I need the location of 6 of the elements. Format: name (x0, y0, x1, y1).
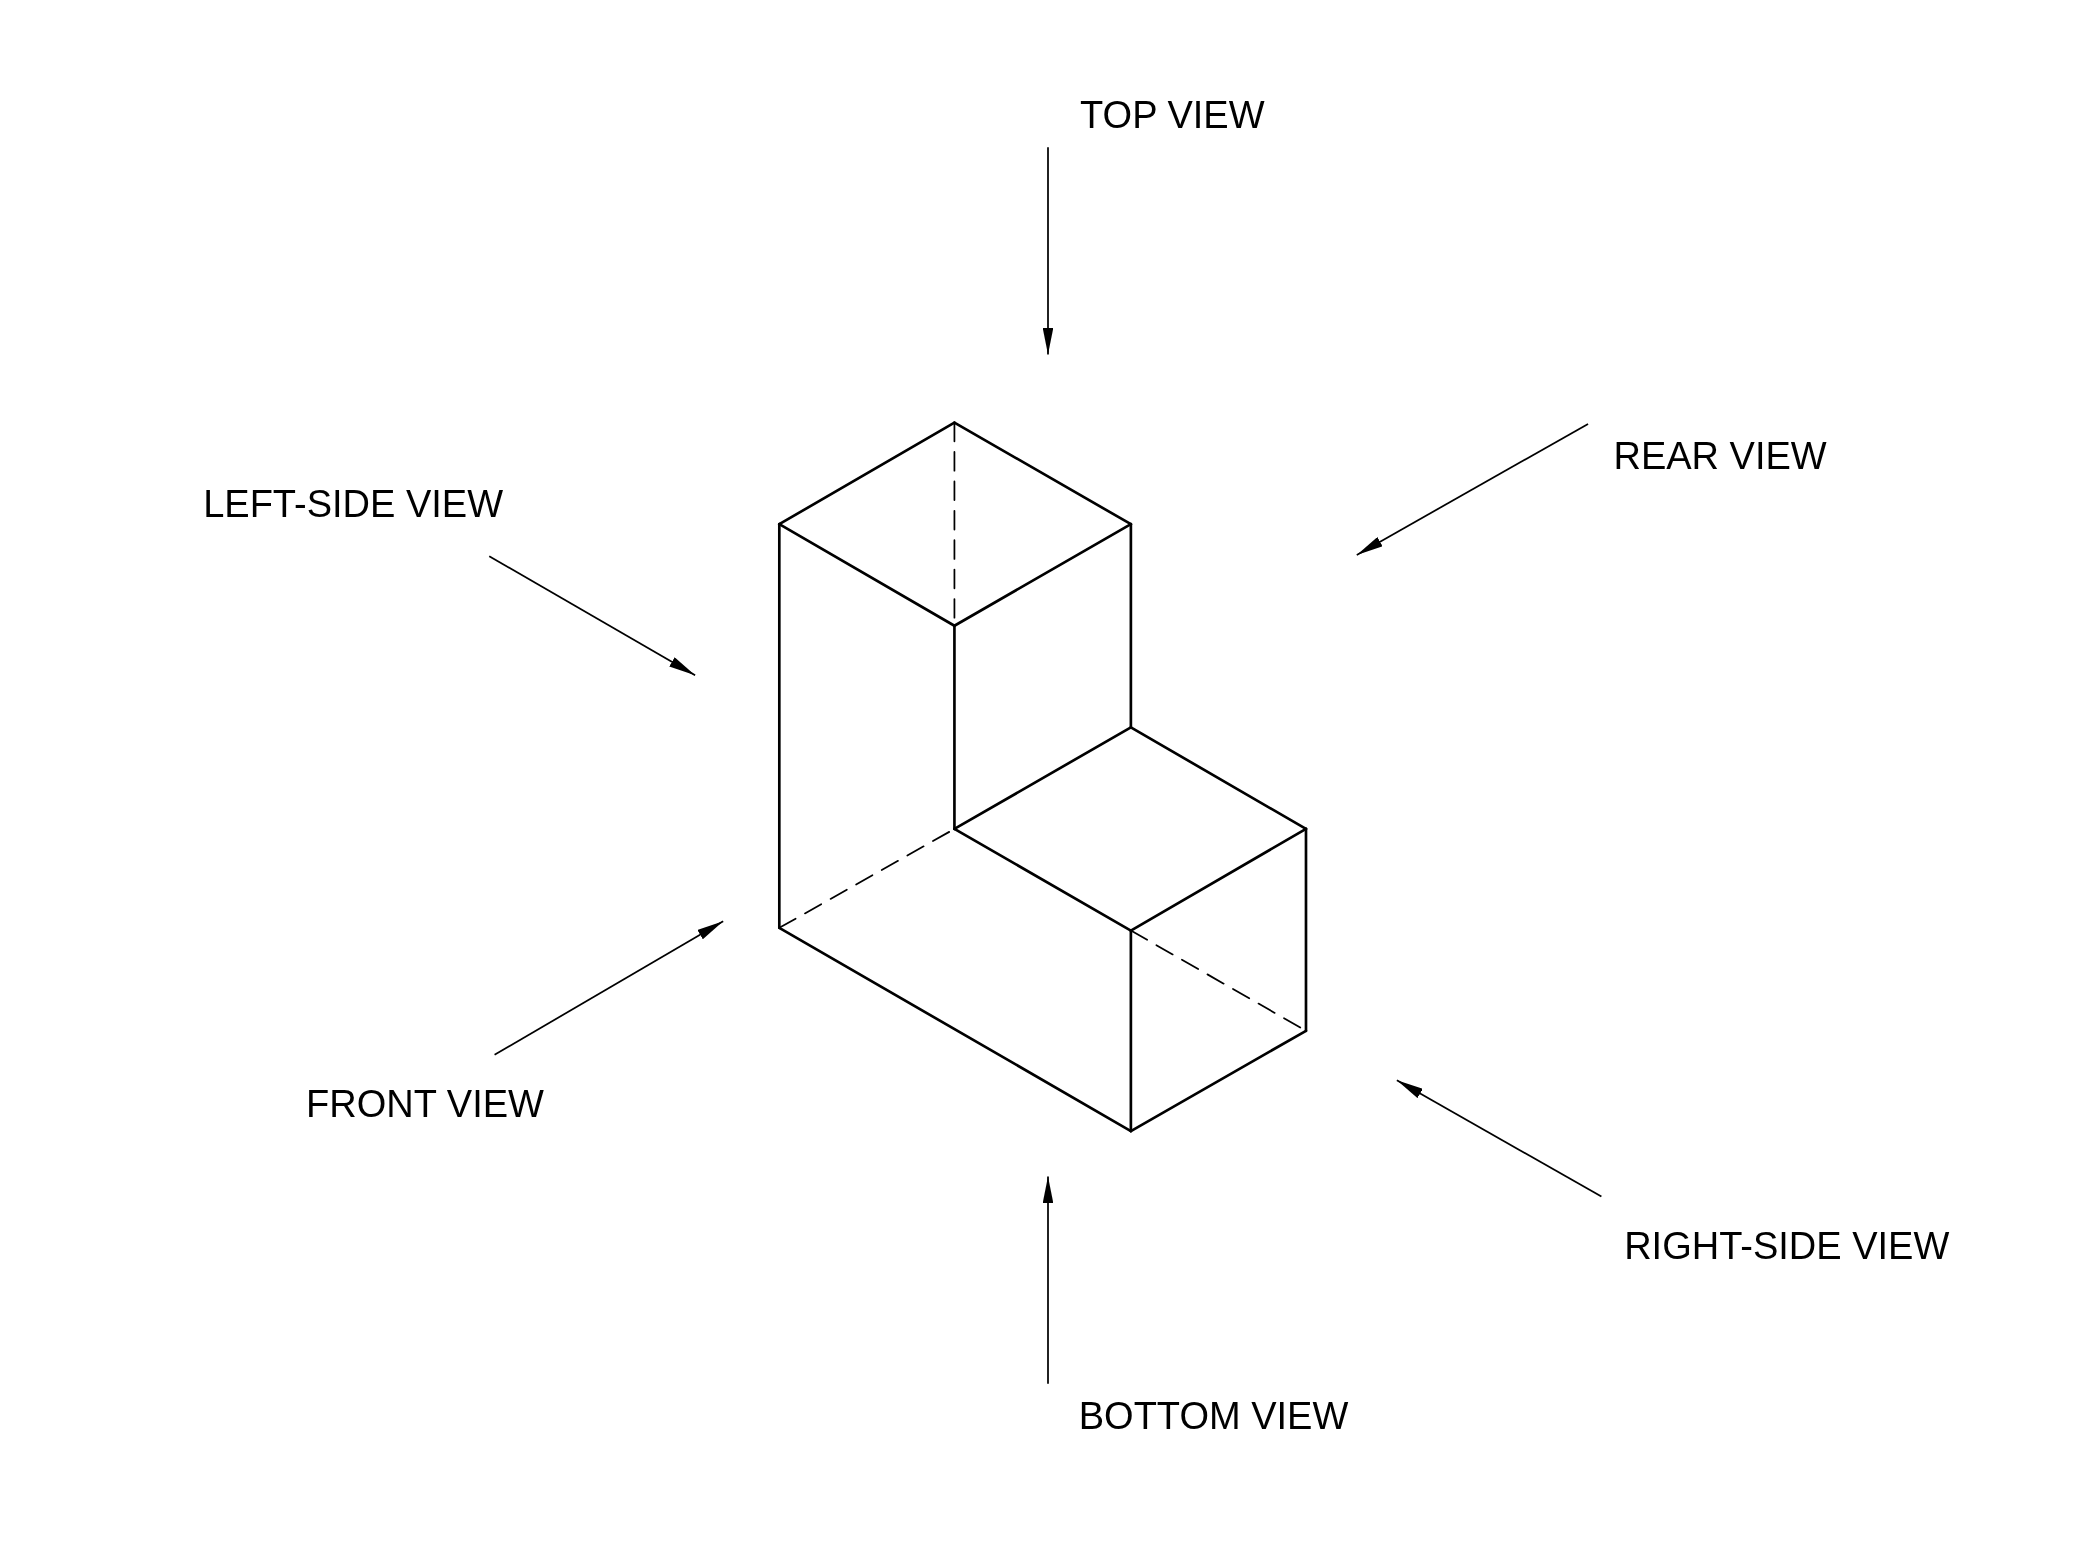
view-label: LEFT-SIDE VIEW (203, 485, 503, 524)
view-label: FRONT VIEW (306, 1085, 544, 1124)
view-label: RIGHT-SIDE VIEW (1624, 1227, 1950, 1266)
view-label: REAR VIEW (1613, 437, 1827, 476)
view-label: BOTTOM VIEW (1078, 1396, 1349, 1435)
view-label: TOP VIEW (1080, 96, 1265, 135)
